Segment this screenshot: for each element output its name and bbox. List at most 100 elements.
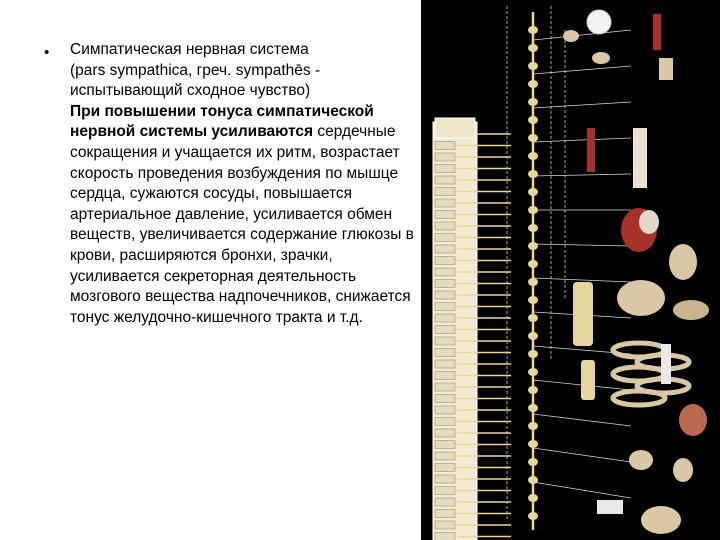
gland-organ xyxy=(563,30,579,42)
trunk-ganglion xyxy=(528,440,538,448)
connection-line xyxy=(532,481,632,499)
trunk-ganglion xyxy=(528,260,538,268)
connection-line xyxy=(532,137,632,143)
trunk-ganglion xyxy=(528,80,538,88)
connection-line xyxy=(532,277,632,283)
connection-line xyxy=(532,447,632,463)
reproductive-organ xyxy=(641,506,681,534)
trunk-ganglion xyxy=(528,224,538,232)
trunk-ganglion xyxy=(528,170,538,178)
vertebra xyxy=(434,371,456,380)
paragraph-rest: сердечные сокращения и учащается их ритм… xyxy=(70,123,414,326)
vertebra xyxy=(434,233,456,242)
vertebra xyxy=(434,210,456,219)
prevertebral-ganglion xyxy=(581,360,595,400)
bladder-organ xyxy=(629,450,653,470)
vertebra xyxy=(434,451,456,461)
trunk-ganglion xyxy=(528,386,538,394)
vertebra xyxy=(434,198,456,208)
vertebra xyxy=(434,520,456,530)
trunk-ganglion xyxy=(528,278,538,286)
organ-lower xyxy=(673,458,693,482)
trunk-ganglion xyxy=(528,188,538,196)
trunk-ganglion xyxy=(528,476,538,484)
vertebra xyxy=(434,486,456,495)
vertebra xyxy=(434,279,456,288)
vertebra xyxy=(434,164,456,173)
connection-line xyxy=(532,65,632,75)
trunk-ganglion xyxy=(528,512,538,520)
vertebra xyxy=(434,359,456,369)
brainstem xyxy=(434,117,476,139)
anatomy-diagram xyxy=(432,6,709,540)
vertebra xyxy=(434,244,456,254)
slide-body-text: Симпатическая нервная система (pars symp… xyxy=(70,40,415,328)
vessel-organ xyxy=(587,128,595,172)
sympathetic-nervous-system-illustration xyxy=(421,0,720,540)
trunk-ganglion xyxy=(528,332,538,340)
trunk-ganglion xyxy=(528,98,538,106)
vertebra xyxy=(434,405,456,415)
vertebra xyxy=(434,348,456,357)
vessel-organ xyxy=(653,14,661,50)
vertebra xyxy=(434,417,456,426)
vessel-organ xyxy=(597,500,623,514)
eye-organ xyxy=(586,9,612,35)
connection-line xyxy=(532,173,632,177)
vertebra xyxy=(434,152,456,162)
trunk-ganglion xyxy=(528,116,538,124)
prevertebral-ganglion xyxy=(573,282,593,346)
gland-organ xyxy=(592,52,610,64)
trunk-ganglion xyxy=(528,350,538,358)
trunk-ganglion xyxy=(528,152,538,160)
vertebra xyxy=(434,463,456,472)
vertebra xyxy=(434,256,456,265)
bullet-marker: • xyxy=(44,44,50,61)
vertebra xyxy=(434,267,456,277)
trunk-ganglion xyxy=(528,494,538,502)
intestine-loop xyxy=(610,388,668,408)
trunk-ganglion xyxy=(528,458,538,466)
connection-line xyxy=(532,29,632,41)
liver-organ xyxy=(617,280,665,316)
vertebra xyxy=(434,141,456,150)
trachea-organ xyxy=(633,128,647,188)
trunk-ganglion xyxy=(528,62,538,70)
trunk-ganglion xyxy=(528,242,538,250)
vertebra xyxy=(434,313,456,323)
connection-line xyxy=(532,413,632,427)
connection-line xyxy=(532,101,632,109)
paragraph-bold-lead: При повышении тонуса симпатической нервн… xyxy=(70,102,374,141)
vertebra xyxy=(434,532,456,540)
paragraph-line-1: Симпатическая нервная система xyxy=(70,41,309,58)
trunk-ganglion xyxy=(528,314,538,322)
connection-line xyxy=(532,379,632,391)
spleen-organ xyxy=(673,300,709,320)
vertebra xyxy=(434,336,456,346)
kidney-organ xyxy=(679,404,707,436)
connection-line xyxy=(532,311,632,319)
trunk-ganglion xyxy=(528,368,538,376)
trunk-ganglion xyxy=(528,404,538,412)
vertebra xyxy=(434,221,456,231)
stomach-organ xyxy=(669,244,697,280)
vertebra xyxy=(434,497,456,507)
paragraph-line-2: (pars sympathica, греч. sympathēs - xyxy=(70,61,321,79)
heart-atrium xyxy=(639,210,659,234)
gland-organ xyxy=(659,58,673,80)
vertebra xyxy=(434,440,456,449)
vertebra xyxy=(434,428,456,438)
trunk-ganglion xyxy=(528,422,538,430)
connection-line xyxy=(532,243,632,247)
paragraph-line-3: испытывающий сходное чувство) xyxy=(70,82,311,100)
vertebra xyxy=(434,509,456,518)
vertebra xyxy=(434,187,456,196)
paragraph-body: При повышении тонуса симпатической нервн… xyxy=(70,102,415,329)
vertebra xyxy=(434,325,456,334)
colon-organ xyxy=(661,344,671,384)
vertebra xyxy=(434,382,456,392)
trunk-ganglion xyxy=(528,26,538,34)
vertebra xyxy=(434,290,456,300)
trunk-ganglion xyxy=(528,296,538,304)
